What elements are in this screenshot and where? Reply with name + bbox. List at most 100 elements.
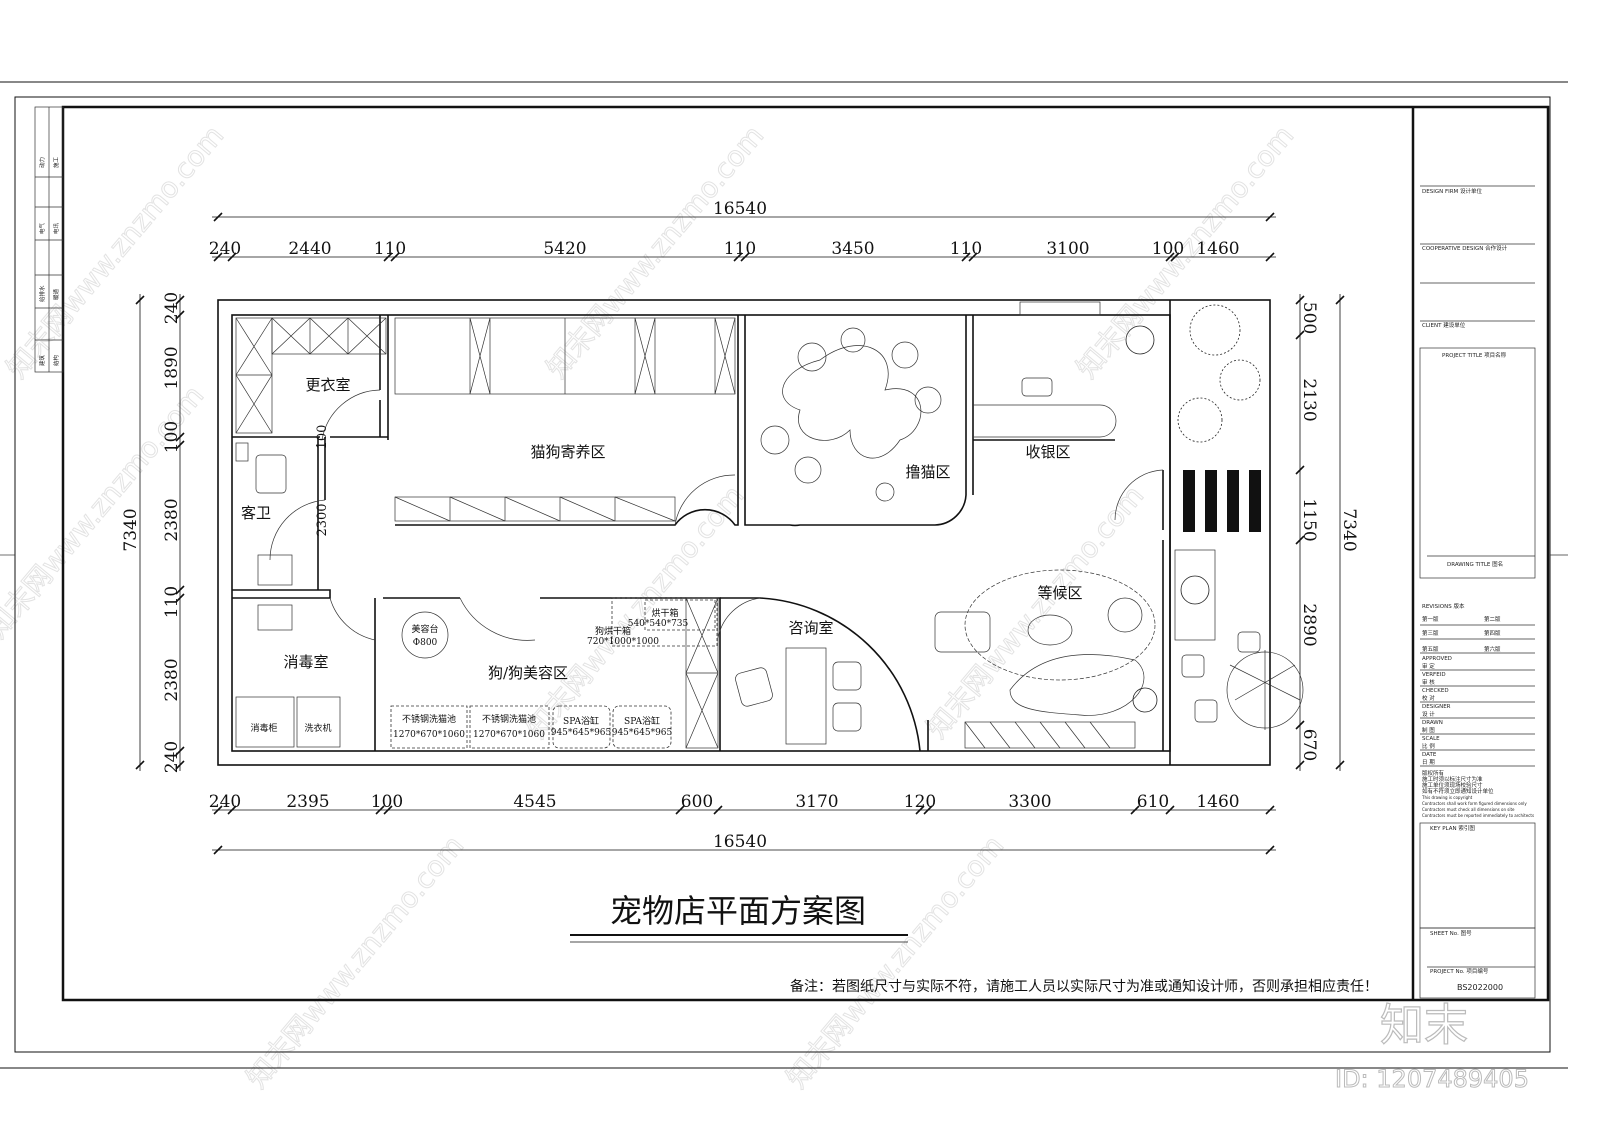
svg-text:知末网www.znzmo.com: 知末网www.znzmo.com xyxy=(780,829,1010,1094)
dimension-tick xyxy=(175,432,185,442)
svg-text:DATE: DATE xyxy=(1422,752,1437,758)
svg-text:不锈钢洗猫池: 不锈钢洗猫池 xyxy=(482,713,536,725)
svg-text:校 对: 校 对 xyxy=(1422,694,1435,702)
dimension-tick xyxy=(733,252,743,262)
dimension-tick xyxy=(740,252,750,262)
svg-text:电气: 电气 xyxy=(38,222,46,234)
svg-text:DESIGN FIRM 设计单位: DESIGN FIRM 设计单位 xyxy=(1422,187,1483,195)
svg-text:500: 500 xyxy=(1299,302,1319,334)
svg-text:Φ800: Φ800 xyxy=(413,638,438,648)
svg-text:2380: 2380 xyxy=(162,658,182,701)
svg-text:知末网www.znzmo.com: 知末网www.znzmo.com xyxy=(0,119,230,384)
svg-text:1460: 1460 xyxy=(1196,792,1239,812)
dimension-tick xyxy=(213,252,223,262)
svg-text:100: 100 xyxy=(371,792,403,812)
svg-text:版权所有: 版权所有 xyxy=(1422,769,1445,777)
svg-text:110: 110 xyxy=(724,239,756,259)
room-consult: 咨询室 xyxy=(788,619,833,637)
svg-text:1890: 1890 xyxy=(162,346,182,389)
dimension-labels: 16540 16540 7340 7340 240 2440 110 5420 … xyxy=(121,199,1359,852)
svg-text:2300: 2300 xyxy=(315,503,330,536)
dimension-tick xyxy=(1170,252,1180,262)
dimension-tick xyxy=(968,252,978,262)
dimension-lines xyxy=(135,212,1345,855)
svg-text:670: 670 xyxy=(1299,729,1319,761)
svg-text:狗烘干箱: 狗烘干箱 xyxy=(595,625,631,637)
svg-text:5420: 5420 xyxy=(543,239,586,259)
room-waiting: 等候区 xyxy=(1037,584,1082,602)
svg-text:DESIGNER: DESIGNER xyxy=(1422,704,1451,710)
svg-text:洗衣机: 洗衣机 xyxy=(304,722,331,734)
dimension-tick xyxy=(1295,295,1305,305)
svg-text:结构: 结构 xyxy=(52,354,60,366)
svg-text:DRAWING TITLE 图名: DRAWING TITLE 图名 xyxy=(1447,560,1503,568)
svg-text:945*645*965: 945*645*965 xyxy=(551,728,612,738)
svg-text:KEY PLAN 索引图: KEY PLAN 索引图 xyxy=(1430,824,1475,832)
svg-text:第四版: 第四版 xyxy=(1484,629,1501,637)
watermark-logo: 知末 ID: 1207489405 xyxy=(1335,999,1530,1093)
svg-text:不锈钢洗猫池: 不锈钢洗猫池 xyxy=(402,713,456,725)
svg-text:第一版: 第一版 xyxy=(1422,615,1439,623)
room-cashier: 收银区 xyxy=(1025,443,1070,461)
room-disinfection: 消毒室 xyxy=(283,653,328,671)
svg-text:2130: 2130 xyxy=(1299,378,1319,421)
svg-text:给排水: 给排水 xyxy=(38,285,46,302)
svg-text:BS2022000: BS2022000 xyxy=(1457,983,1503,992)
svg-text:1270*670*1060: 1270*670*1060 xyxy=(473,730,545,740)
svg-text:动力: 动力 xyxy=(38,157,46,168)
svg-text:施工单位须现场校验尺寸: 施工单位须现场校验尺寸 xyxy=(1422,781,1483,789)
left-discipline-strip: 动力 施工 电气 电讯 给排水 暖通 建筑 结构 xyxy=(34,106,64,373)
dimension-tick xyxy=(1295,465,1305,475)
dimension-tick xyxy=(1295,720,1305,730)
drawing-title-block: 宠物店平面方案图 备注：若图纸尺寸与实际不符，请施工人员以实际尺寸为准或通知设计… xyxy=(570,892,1378,995)
svg-text:暖通: 暖通 xyxy=(52,288,60,300)
svg-text:Contractors must check all dim: Contractors must check all dimensions on… xyxy=(1422,807,1515,812)
svg-text:100: 100 xyxy=(162,421,182,453)
svg-text:美容台: 美容台 xyxy=(411,623,438,635)
svg-text:电讯: 电讯 xyxy=(52,222,60,234)
svg-text:日 期: 日 期 xyxy=(1422,759,1435,766)
dimension-tick xyxy=(1130,805,1140,815)
svg-text:1270*670*1060: 1270*670*1060 xyxy=(393,730,465,740)
watermark: 知末网www.znzmo.com 知末网www.znzmo.com 知末网www… xyxy=(0,119,1301,1095)
dimension-tick xyxy=(1295,760,1305,770)
svg-text:第二版: 第二版 xyxy=(1484,615,1501,623)
svg-text:120: 120 xyxy=(904,792,936,812)
svg-text:施工时须以标注尺寸为准: 施工时须以标注尺寸为准 xyxy=(1422,775,1483,783)
svg-text:110: 110 xyxy=(374,239,406,259)
dimension-tick xyxy=(675,805,685,815)
svg-text:第六版: 第六版 xyxy=(1484,645,1501,653)
svg-text:PROJECT TITLE 项目名称: PROJECT TITLE 项目名称 xyxy=(1442,351,1507,359)
svg-text:Contractors must be reported i: Contractors must be reported immediately… xyxy=(1422,813,1534,818)
dimension-tick xyxy=(375,805,385,815)
room-guest-wc: 客卫 xyxy=(241,504,271,522)
svg-text:110: 110 xyxy=(950,239,982,259)
svg-text:DRAWN: DRAWN xyxy=(1422,720,1443,726)
svg-text:知末: 知末 xyxy=(1380,1000,1468,1051)
dimension-tick xyxy=(1165,805,1175,815)
svg-text:SHEET No. 图号: SHEET No. 图号 xyxy=(1430,929,1472,937)
svg-text:设 计: 设 计 xyxy=(1422,710,1435,718)
svg-text:审 核: 审 核 xyxy=(1422,678,1435,686)
svg-text:2395: 2395 xyxy=(286,792,329,812)
room-cat-play: 撸猫区 xyxy=(905,463,950,481)
dimension-tick xyxy=(1295,330,1305,340)
svg-text:240: 240 xyxy=(209,792,241,812)
dimension-tick xyxy=(1295,535,1305,545)
dimension-tick xyxy=(175,440,185,450)
svg-text:1460: 1460 xyxy=(1196,239,1239,259)
svg-text:3300: 3300 xyxy=(1008,792,1051,812)
dimension-tick xyxy=(383,805,393,815)
dimension-tick xyxy=(175,746,185,756)
svg-text:7340: 7340 xyxy=(1339,508,1359,551)
svg-text:540*540*735: 540*540*735 xyxy=(628,619,689,629)
svg-text:消毒柜: 消毒柜 xyxy=(250,722,277,734)
dimension-tick xyxy=(175,295,185,305)
room-boarding: 猫狗寄养区 xyxy=(530,443,605,461)
svg-text:240: 240 xyxy=(162,741,182,773)
svg-text:PROJECT No. 项目编号: PROJECT No. 项目编号 xyxy=(1430,967,1489,975)
dimension-tick xyxy=(213,845,223,855)
dimension-tick xyxy=(175,310,185,320)
svg-text:600: 600 xyxy=(681,792,713,812)
